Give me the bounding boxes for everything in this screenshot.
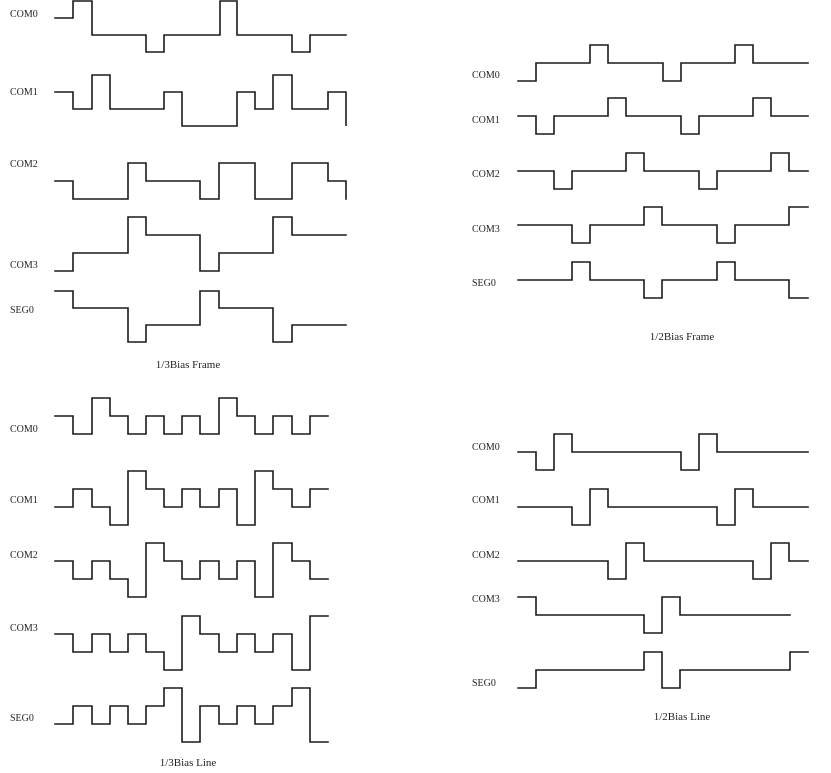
waveform-com0: [54, 0, 347, 53]
waveform-com1: [54, 470, 329, 526]
signal-label-com3: COM3: [472, 594, 500, 605]
waveform-com1: [517, 97, 809, 135]
waveform-com2: [54, 162, 347, 200]
signal-label-com1: COM1: [472, 495, 500, 506]
panel-caption: 1/2Bias Frame: [650, 331, 715, 343]
signal-label-com1: COM1: [10, 87, 38, 98]
waveform-com1: [54, 74, 347, 127]
panel-caption: 1/3Bias Line: [160, 757, 217, 769]
signal-label-com1: COM1: [472, 115, 500, 126]
signal-label-com1: COM1: [10, 495, 38, 506]
panel-caption: 1/2Bias Line: [654, 711, 711, 723]
signal-label-com0: COM0: [10, 424, 38, 435]
signal-label-com2: COM2: [472, 169, 500, 180]
waveform-com1: [517, 488, 809, 526]
waveform-com0: [517, 44, 809, 82]
waveform-com2: [517, 542, 809, 580]
signal-label-seg0: SEG0: [472, 678, 496, 689]
signal-label-com2: COM2: [10, 159, 38, 170]
signal-label-com2: COM2: [472, 550, 500, 561]
waveform-seg0: [54, 687, 329, 743]
waveform-com2: [517, 152, 809, 190]
waveform-com3: [517, 206, 809, 244]
signal-label-seg0: SEG0: [10, 713, 34, 724]
signal-label-com0: COM0: [472, 442, 500, 453]
signal-label-com2: COM2: [10, 550, 38, 561]
waveform-com0: [54, 397, 329, 435]
waveform-com3: [54, 216, 347, 272]
signal-label-com3: COM3: [10, 260, 38, 271]
signal-label-seg0: SEG0: [472, 278, 496, 289]
waveform-seg0: [54, 290, 347, 343]
waveform-com0: [517, 433, 809, 471]
waveform-com3: [54, 615, 329, 671]
signal-label-com3: COM3: [472, 224, 500, 235]
panel-caption: 1/3Bias Frame: [156, 359, 221, 371]
waveform-com2: [54, 542, 329, 598]
signal-label-com0: COM0: [472, 70, 500, 81]
signal-label-seg0: SEG0: [10, 305, 34, 316]
waveform-seg0: [517, 651, 809, 689]
waveform-com3: [517, 596, 791, 634]
waveform-seg0: [517, 261, 809, 299]
signal-label-com0: COM0: [10, 9, 38, 20]
signal-label-com3: COM3: [10, 623, 38, 634]
